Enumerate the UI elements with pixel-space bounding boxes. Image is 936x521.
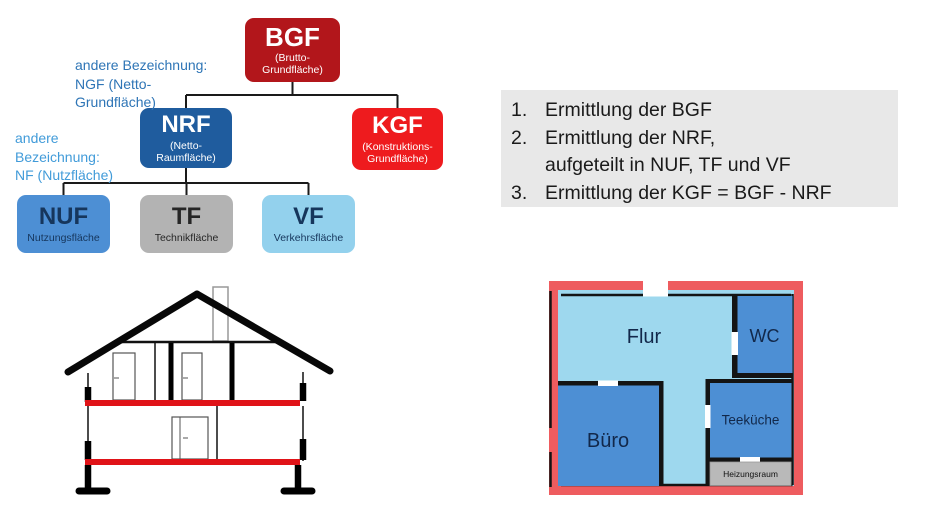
- step-item-3: 3. Ermittlung der KGF = BGF - NRF: [511, 180, 888, 208]
- wc-door-gap: [731, 332, 738, 355]
- node-kgf-caption: (Konstruktions- Grundfläche): [362, 140, 433, 166]
- floor-plan: Flur WC Büro Teeküche Heizungsraum: [549, 281, 803, 495]
- step-number: 1.: [511, 99, 528, 121]
- floor-slab-upper: [85, 400, 300, 406]
- teekueche-top-wall: [705, 379, 793, 383]
- node-kgf-abbr: KGF: [372, 111, 423, 139]
- node-bgf-abbr: BGF: [265, 21, 320, 52]
- room-heizungsraum: [709, 461, 792, 486]
- label-wc: WC: [750, 326, 780, 346]
- roof-right: [193, 290, 334, 375]
- label-buero: Büro: [587, 430, 629, 452]
- label-heizungsraum: Heizungsraum: [723, 469, 778, 479]
- label-teekueche: Teeküche: [722, 413, 780, 428]
- wc-bottom-wall: [732, 373, 793, 378]
- upper-door-2: [181, 352, 203, 401]
- steps-box: 1. Ermittlung der BGF 2. Ermittlung der …: [501, 90, 898, 207]
- house-cross-section: [64, 286, 334, 495]
- buero-right-wall: [659, 381, 664, 486]
- node-bgf-caption: (Brutto- Grundfläche): [262, 51, 323, 77]
- node-nuf-caption: Nutzungsfläche: [27, 231, 100, 244]
- node-vf: VF Verkehrsfläche: [262, 195, 355, 253]
- node-nrf: NRF (Netto- Raumfläche): [140, 108, 232, 168]
- upper-door-1: [112, 352, 136, 401]
- lower-door-frame: [171, 416, 209, 460]
- corridor-right-wall: [705, 379, 710, 486]
- roof-left: [64, 290, 201, 376]
- label-flur: Flur: [627, 326, 662, 348]
- teekueche-door-gap: [705, 405, 711, 428]
- node-nrf-caption: (Netto- Raumfläche): [156, 139, 216, 165]
- room-wc: [737, 296, 793, 374]
- room-buero: [558, 385, 659, 486]
- node-nrf-abbr: NRF: [161, 110, 211, 138]
- step-number: 2.: [511, 126, 528, 149]
- node-bgf: BGF (Brutto- Grundfläche): [245, 18, 340, 82]
- node-tf-abbr: TF: [171, 202, 202, 230]
- tree-connectors: [62, 82, 399, 195]
- step-item-1: 1. Ermittlung der BGF: [511, 97, 888, 125]
- node-tf-caption: Technikfläche: [154, 231, 219, 244]
- node-vf-abbr: VF: [293, 202, 324, 230]
- step-item-2: 2. Ermittlung der NRF, aufgeteilt in NUF…: [511, 125, 888, 180]
- annotation-ngf: andere Bezeichnung: NGF (Netto- Grundflä…: [75, 57, 208, 110]
- node-tf: TF Technikfläche: [140, 195, 233, 253]
- node-kgf: KGF (Konstruktions- Grundfläche): [352, 108, 443, 170]
- step-number: 3.: [511, 181, 528, 204]
- room-teekueche: [710, 383, 792, 458]
- heizungsraum-door-gap: [740, 457, 760, 463]
- step-text: Ermittlung der BGF: [545, 99, 712, 121]
- node-nuf: NUF Nutzungsfläche: [17, 195, 110, 253]
- annotation-nf: andere Bezeichnung: NF (Nutzfläche): [15, 130, 114, 183]
- step-text: Ermittlung der KGF = BGF - NRF: [545, 181, 832, 204]
- floor-slab-lower: [85, 459, 300, 465]
- node-vf-caption: Verkehrsfläche: [273, 231, 344, 244]
- step-text: Ermittlung der NRF, aufgeteilt in NUF, T…: [545, 126, 791, 177]
- top-window-gap: [643, 281, 668, 297]
- connector-lines: [62, 82, 399, 195]
- node-nuf-abbr: NUF: [38, 202, 89, 230]
- buero-door-gap: [598, 380, 618, 386]
